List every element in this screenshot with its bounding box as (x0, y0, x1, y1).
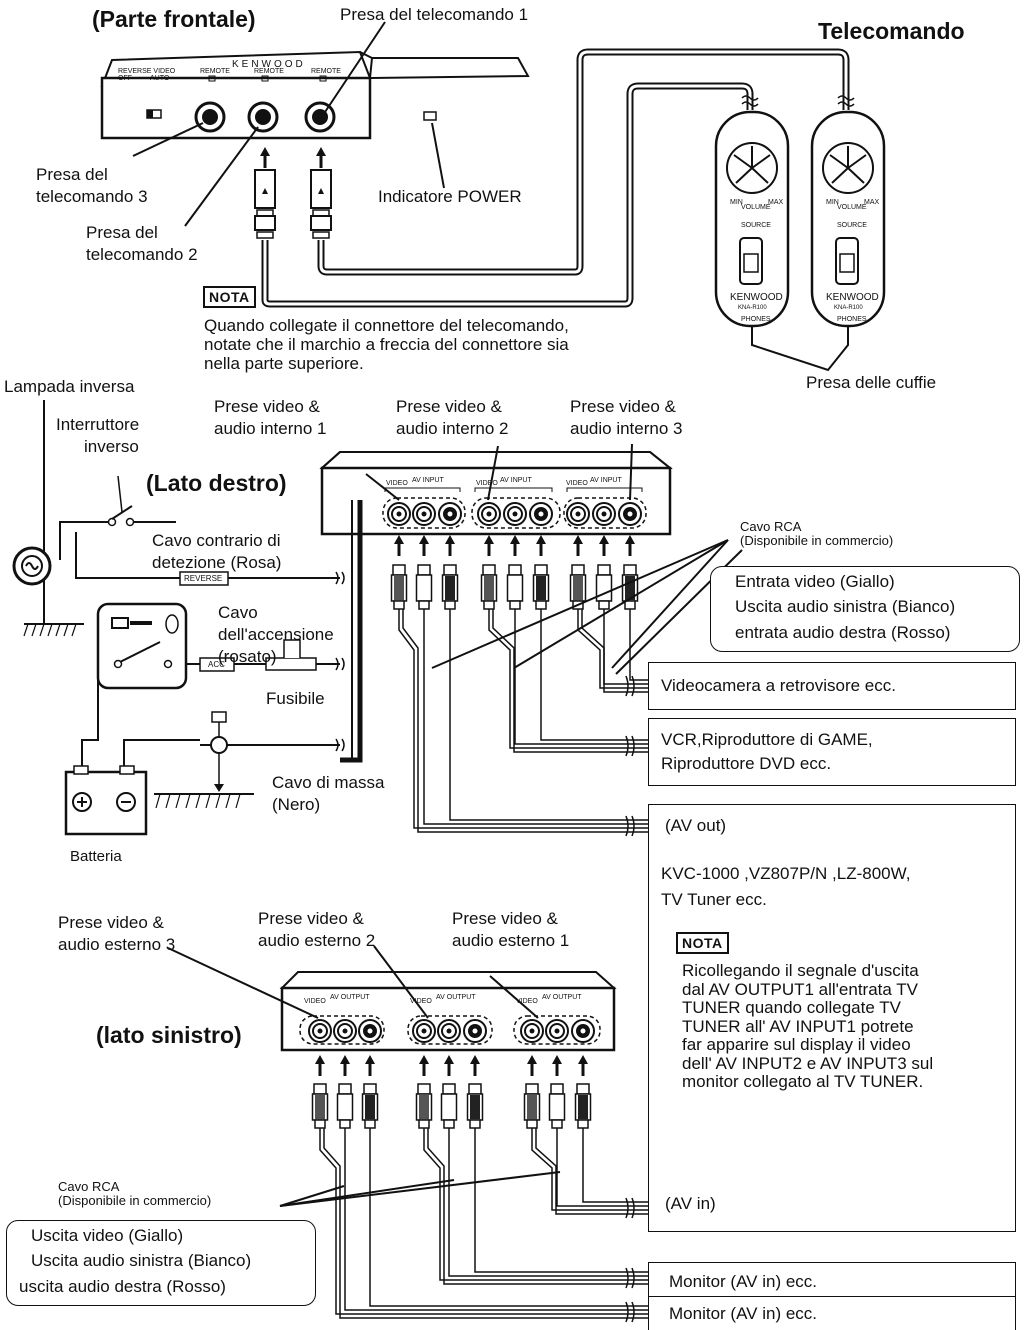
wire-tags (179, 571, 317, 672)
front-plugs (254, 145, 332, 239)
remote-1-volume: VOLUME (741, 204, 771, 211)
nota-text-1: Quando collegate il connettore del telec… (204, 316, 569, 373)
ground-symbol (154, 711, 254, 809)
tag-reverse: REVERSE (184, 574, 223, 583)
remote-2-phones: PHONES (837, 316, 867, 323)
remote-cables-inner (263, 50, 848, 306)
label-remote-jack-1: Presa del telecomando 1 (340, 5, 529, 24)
left-side-unit (279, 971, 617, 1052)
main-power-wire (340, 500, 363, 763)
label-remote-jack-3: Presa del telecomando 3 (36, 165, 148, 206)
label-reverse-lamp: Lampada inversa (4, 377, 135, 396)
label-headphone-jack: Presa delle cuffie (806, 373, 937, 392)
headphone-leader (751, 326, 849, 372)
left-video-label-3: VIDEO (304, 998, 326, 1005)
tag-acc: ACC (208, 660, 225, 669)
heading-remote: Telecomando (818, 18, 965, 44)
battery-symbol (64, 765, 148, 836)
reverse-lamp-symbol (12, 546, 84, 637)
front-leaders (132, 21, 445, 227)
left-plugs (311, 1053, 592, 1129)
right-leaders (365, 443, 633, 501)
label-acc-cable: Cavo dell'accensione (rosato) (218, 603, 334, 666)
remote-1-max: MAX (768, 199, 784, 206)
ignition-switch-symbol (96, 602, 188, 690)
label-fuse: Fusibile (266, 689, 325, 708)
right-panel-label-2: AV INPUT (500, 477, 532, 484)
rca-cables-left (319, 1128, 650, 1319)
left-video-label-1: VIDEO (516, 998, 538, 1005)
remote-2-source: SOURCE (837, 222, 867, 229)
device-tv-tuner: (AV out) KVC-1000 ,VZ807P/N ,LZ-800W, TV… (648, 804, 1016, 1232)
remote-unit-2 (810, 110, 886, 328)
remote-1-source: SOURCE (741, 222, 771, 229)
right-panel-label-3: AV INPUT (590, 477, 622, 484)
heading-right-side: (Lato destro) (146, 470, 287, 496)
front-brand-label: KENWOOD (232, 59, 306, 70)
label-rca-cable-1: Cavo RCA (Disponibile in commercio) (740, 519, 894, 548)
left-panel-label-2: AV OUTPUT (436, 994, 476, 1001)
remote-2-min: MIN (826, 199, 839, 206)
label-external-output-1: Prese video & audio esterno 1 (452, 909, 570, 950)
label-battery: Batteria (70, 848, 122, 865)
label-rca-cable-2: Cavo RCA (Disponibile in commercio) (58, 1179, 212, 1208)
left-video-label-2: VIDEO (410, 998, 432, 1005)
input-color-box: Entrata video (Giallo) Uscita audio sini… (710, 566, 1020, 652)
left-leaders (167, 945, 539, 1019)
cable-breaks-devices (625, 675, 635, 1323)
right-plugs (390, 533, 639, 610)
cable-breaks-remote (741, 95, 855, 107)
reverse-switch-symbol (107, 475, 135, 527)
label-internal-input-3: Prese video & audio interno 3 (570, 397, 683, 438)
cable-breaks-power (335, 571, 345, 752)
front-unit-body (368, 57, 530, 80)
remote-2-max: MAX (864, 199, 880, 206)
rca-leaders-left (279, 1171, 561, 1207)
front-remote-label-2: REMOTE (254, 68, 284, 75)
front-auto-label: AUTO (150, 75, 170, 82)
right-video-label-1: VIDEO (386, 480, 408, 487)
label-ground-cable: Cavo di massa (Nero) (272, 773, 385, 814)
device-vcr: VCR,Riproduttore di GAME, Riproduttore D… (648, 718, 1016, 786)
right-video-label-3: VIDEO (566, 480, 588, 487)
front-remote-label-1: REMOTE (311, 68, 341, 75)
device-monitor-1: Monitor (AV in) ecc. (648, 1262, 1016, 1302)
front-off-label: OFF (118, 75, 132, 82)
label-power-indicator: Indicatore POWER (378, 187, 522, 206)
device-monitor-2: Monitor (AV in) ecc. (648, 1296, 1016, 1330)
nota-text-2: Ricollegando il segnale d'uscita dal AV … (682, 961, 934, 1091)
rca-cables-right (398, 609, 650, 833)
label-remote-jack-2: Presa del telecomando 2 (86, 223, 198, 264)
right-panel-label-1: AV INPUT (412, 477, 444, 484)
front-remote-label-3: REMOTE (200, 68, 230, 75)
remote-2-brand: KENWOOD (826, 292, 879, 303)
remote-2-volume: VOLUME (837, 204, 867, 211)
remote-1-brand: KENWOOD (730, 292, 783, 303)
left-panel-label-3: AV OUTPUT (330, 994, 370, 1001)
right-side-unit (319, 451, 673, 536)
remote-1-min: MIN (730, 199, 743, 206)
label-external-output-2: Prese video & audio esterno 2 (258, 909, 376, 950)
label-external-output-3: Prese video & audio esterno 3 (58, 913, 176, 954)
right-video-label-2: VIDEO (476, 480, 498, 487)
remote-2-model: KNA-R100 (834, 305, 863, 311)
label-internal-input-1: Prese video & audio interno 1 (214, 397, 327, 438)
remote-unit-1 (714, 110, 790, 328)
label-reverse-switch: Interruttore inverso (56, 415, 140, 456)
label-internal-input-2: Prese video & audio interno 2 (396, 397, 509, 438)
label-reverse-cable: Cavo contrario di detezione (Rosa) (152, 531, 282, 572)
output-color-box: Uscita video (Giallo) Uscita audio sinis… (6, 1220, 316, 1306)
device-rear-camera: Videocamera a retrovisore ecc. (648, 662, 1016, 710)
nota-badge-1: NOTA (203, 286, 256, 308)
heading-left-side: (lato sinistro) (96, 1022, 242, 1048)
front-reverse-video-label: REVERSE VIDEO (118, 68, 176, 75)
nota-badge-2: NOTA (676, 932, 729, 954)
remote-1-model: KNA-R100 (738, 305, 767, 311)
rca-leaders-right (431, 539, 743, 675)
remote-1-phones: PHONES (741, 316, 771, 323)
left-panel-label-1: AV OUTPUT (542, 994, 582, 1001)
heading-front: (Parte frontale) (92, 6, 256, 32)
